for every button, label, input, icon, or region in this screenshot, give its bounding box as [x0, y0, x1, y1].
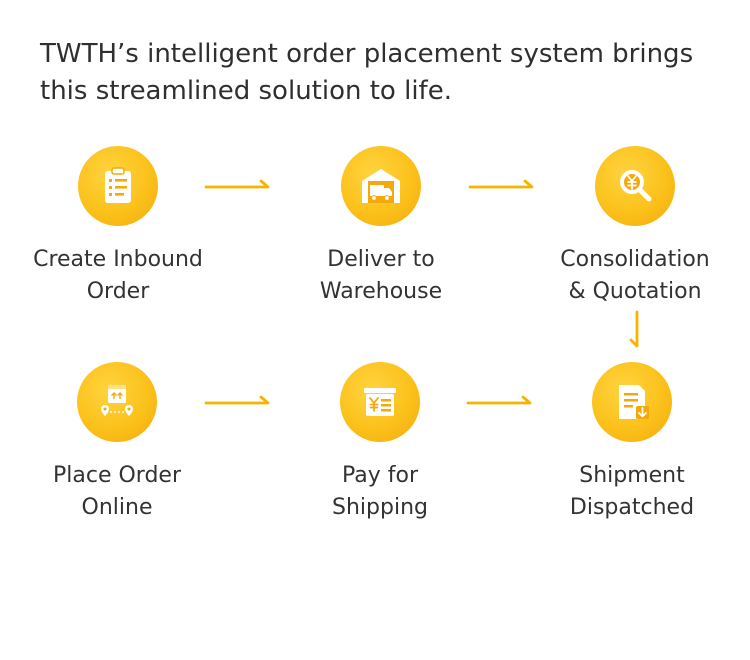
document-download-icon [619, 385, 649, 419]
step-label: Deliver to Warehouse [281, 244, 481, 308]
step-icon-circle [595, 146, 675, 226]
headline-line-1: TWTH’s intelligent order placement syste… [40, 39, 694, 69]
step-label-line-2: Warehouse [319, 279, 443, 304]
flow-arrow-right [204, 179, 270, 189]
step-icon-circle [77, 362, 157, 442]
step-label: Pay for Shipping [280, 460, 480, 524]
step-label: Create Inbound Order [18, 244, 218, 308]
step-icon-circle [78, 146, 158, 226]
yen-magnifier-icon [620, 170, 652, 202]
yen-receipt-icon [364, 388, 396, 416]
step-label-line-1: Create Inbound [33, 247, 203, 272]
flow-arrow-right [204, 395, 270, 405]
warehouse-truck-icon [362, 169, 400, 203]
step-label-line-1: Place Order [52, 463, 181, 488]
step-consolidation-quotation: Consolidation & Quotation [535, 146, 735, 308]
step-pay-for-shipping: Pay for Shipping [280, 362, 480, 524]
step-label-line-1: Shipment [579, 463, 685, 488]
flow-arrow-right [466, 395, 532, 405]
step-label: Shipment Dispatched [532, 460, 732, 524]
step-shipment-dispatched: Shipment Dispatched [532, 362, 732, 524]
clipboard-list-icon [105, 167, 131, 203]
step-label-line-2: Order [86, 279, 150, 304]
step-label-line-2: Dispatched [569, 495, 695, 520]
step-label-line-2: Online [81, 495, 153, 520]
step-label-line-2: & Quotation [568, 279, 702, 304]
step-label-line-1: Pay for [341, 463, 419, 488]
step-label: Place Order Online [17, 460, 217, 524]
step-place-order-online: Place Order Online [17, 362, 217, 524]
headline: TWTH’s intelligent order placement syste… [40, 36, 720, 110]
step-label-line-1: Consolidation [560, 247, 710, 272]
flow-arrow-right [468, 179, 534, 189]
step-label-line-1: Deliver to [327, 247, 435, 272]
step-label-line-2: Shipping [332, 495, 428, 520]
step-icon-circle [341, 146, 421, 226]
box-route-icon [101, 385, 133, 416]
step-icon-circle [340, 362, 420, 442]
step-create-inbound-order: Create Inbound Order [18, 146, 218, 308]
step-label: Consolidation & Quotation [535, 244, 735, 308]
step-deliver-to-warehouse: Deliver to Warehouse [281, 146, 481, 308]
step-icon-circle [592, 362, 672, 442]
flow-arrow-down [629, 310, 639, 348]
headline-line-2: this streamlined solution to life. [40, 76, 452, 106]
